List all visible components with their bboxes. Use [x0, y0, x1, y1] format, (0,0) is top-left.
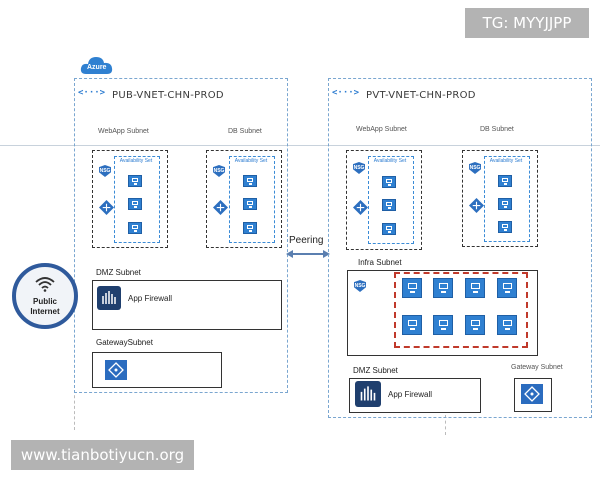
nsg-shield-icon: NSG [353, 162, 365, 174]
vm-icon [497, 315, 517, 335]
availability-set-label: Availability Set [373, 158, 407, 164]
nsg-shield-icon: NSG [213, 165, 225, 177]
guide-line-left [74, 390, 75, 430]
pub-db-availability-set [229, 156, 275, 243]
public-internet-label-2: Internet [30, 307, 60, 316]
vm-icon [498, 221, 512, 233]
load-balancer-icon [353, 200, 368, 215]
watermark-top-text: TG: MYYJJPP [482, 14, 572, 32]
load-balancer-icon [469, 198, 484, 213]
pvt-vnet [328, 78, 592, 418]
vm-icon [433, 315, 453, 335]
firewall-icon [97, 286, 121, 310]
vm-icon [433, 278, 453, 298]
pub-db-subnet-label: DB Subnet [228, 128, 262, 135]
guide-line-top [0, 145, 600, 146]
pub-dmz-subnet-label: DMZ Subnet [96, 268, 141, 277]
pvt-infra-subnet-label: Infra Subnet [358, 258, 402, 267]
vnet-icon: <···> [78, 88, 106, 98]
vm-icon [243, 175, 257, 187]
pvt-db-subnet-label: DB Subnet [480, 126, 514, 133]
watermark-bottom-text: www.tianbotiyucn.org [20, 446, 185, 464]
vm-icon [382, 176, 396, 188]
vm-icon [243, 198, 257, 210]
availability-set-label: Availability Set [489, 158, 523, 164]
vm-icon [402, 278, 422, 298]
availability-set-label: Availability Set [234, 158, 268, 164]
pvt-dmz-subnet-label: DMZ Subnet [353, 366, 398, 375]
wifi-icon [35, 277, 55, 292]
azure-cloud-label: Azure [87, 64, 107, 71]
vm-icon [382, 199, 396, 211]
pub-vnet-title: PUB-VNET-CHN-PROD [112, 90, 224, 101]
pub-webapp-subnet-label: WebApp Subnet [98, 128, 149, 135]
pvt-gateway-subnet-label: Gateway Subnet [511, 364, 563, 371]
pub-gateway-subnet-label: GatewaySubnet [96, 338, 153, 347]
pvt-webapp-subnet [346, 150, 422, 250]
load-balancer-icon [213, 200, 228, 215]
pub-webapp-availability-set [114, 156, 160, 243]
vm-icon [498, 175, 512, 187]
vm-icon [128, 175, 142, 187]
bidirectional-arrow-icon [286, 250, 330, 258]
infra-vm-group [394, 272, 528, 348]
nsg-label: NSG [353, 165, 365, 171]
vm-icon [128, 198, 142, 210]
pvt-firewall-label: App Firewall [388, 390, 433, 399]
vm-icon [465, 315, 485, 335]
vm-icon [243, 222, 257, 234]
pvt-dmz-subnet [349, 378, 481, 413]
pvt-vnet-title: PVT-VNET-CHN-PROD [366, 90, 476, 101]
public-internet-label-1: Public [32, 297, 57, 306]
nsg-shield-icon: NSG [99, 165, 111, 177]
nsg-label: NSG [99, 168, 111, 174]
guide-line-right [445, 415, 446, 435]
pvt-infra-subnet [347, 270, 538, 356]
gateway-icon [521, 384, 543, 404]
pub-vnet [74, 78, 288, 393]
pub-webapp-subnet [92, 150, 168, 248]
pvt-webapp-subnet-label: WebApp Subnet [356, 126, 407, 133]
load-balancer-icon [99, 200, 114, 215]
vm-icon [465, 278, 485, 298]
vm-icon [497, 278, 517, 298]
vm-icon [382, 223, 396, 235]
nsg-label: NSG [354, 283, 366, 289]
public-internet: Public Internet [12, 263, 78, 329]
pub-db-subnet [206, 150, 282, 248]
vnet-icon: <···> [332, 88, 360, 98]
pvt-webapp-availability-set [368, 156, 414, 244]
pub-dmz-subnet [92, 280, 282, 330]
vm-icon [128, 222, 142, 234]
watermark-top: TG: MYYJJPP [465, 8, 589, 38]
nsg-label: NSG [469, 165, 481, 171]
pvt-db-availability-set [484, 156, 530, 242]
vm-icon [402, 315, 422, 335]
nsg-shield-icon: NSG [354, 280, 366, 292]
availability-set-label: Availability Set [119, 158, 153, 164]
firewall-icon [355, 381, 381, 407]
pvt-gateway-subnet [514, 378, 552, 412]
pub-firewall-label: App Firewall [128, 294, 173, 303]
pvt-db-subnet [462, 150, 538, 247]
peering-label: Peering [289, 235, 324, 246]
vm-icon [498, 198, 512, 210]
watermark-bottom: www.tianbotiyucn.org [11, 440, 194, 470]
pub-gateway-subnet [92, 352, 222, 388]
gateway-icon [105, 360, 127, 380]
azure-cloud-icon: Azure [80, 54, 114, 76]
nsg-shield-icon: NSG [469, 162, 481, 174]
nsg-label: NSG [213, 168, 225, 174]
